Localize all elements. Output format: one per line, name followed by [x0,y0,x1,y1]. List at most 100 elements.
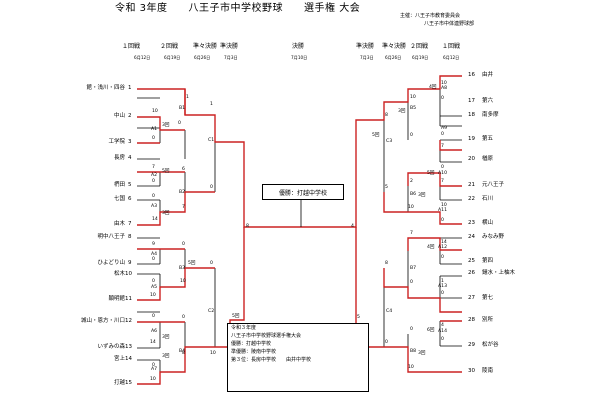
round-header-left-3: 準々決勝 [193,43,218,50]
team-name: いずみの森 [97,344,125,350]
score: 8 [385,261,388,266]
game-label: B7 [410,266,417,271]
team-seed: 20 [468,156,475,162]
summary-event: 八王子市中学校野球選手権大会 [231,333,302,339]
game-label: A1 [151,127,158,132]
team-seed: 15 [125,380,132,386]
team-seed: 29 [468,342,475,348]
team-name: 中山 [113,113,125,119]
team-seed: 14 [125,356,132,362]
score: 0 [410,280,413,285]
team-name: 椚田 [113,182,125,188]
team-seed: 17 [468,98,475,104]
score-note: 3回 [398,109,406,114]
team-seed: 1 [128,85,132,91]
round-date-left-2: 6月19日 [164,55,181,60]
team-seed: 23 [468,220,475,226]
game-label: A7 [151,367,158,372]
score: 7 [152,165,155,170]
team-seed: 12 [125,318,132,324]
score: 0 [410,327,413,332]
team-name: 第四 [482,258,494,264]
game-label: A10 [438,171,447,176]
game-label: A3 [151,204,158,209]
team-seed: 9 [128,260,132,266]
game-label: A11 [438,208,447,213]
team-name: 石川 [482,196,494,202]
score-note: 4回 [429,85,437,90]
score: 14 [441,240,447,245]
page-title: 令和 3年度 八王子市中学校野球 選手権 大会 [115,3,361,14]
game-label: A14 [438,329,447,334]
round-date-right-2: 6月26日 [385,55,402,60]
score-note: 5回 [162,169,170,174]
score: 0 [210,261,213,266]
score: 0 [441,337,444,342]
round-date-right-4: 6月12日 [443,55,460,60]
score: 10 [441,81,447,86]
score-note: 3回 [162,123,170,128]
results-summary-box: 令和３年度 八王子市中学校野球選手権大会 優勝：打越中学校 準優勝：陵南中学校 … [227,323,369,392]
score: 0 [441,165,444,170]
score: 10 [180,279,186,284]
score: 7 [410,231,413,236]
score: 8 [385,113,388,118]
game-label: B4 [179,349,186,354]
score: 0 [152,179,155,184]
game-label: B8 [410,349,417,354]
score: 10 [150,377,156,382]
summary-third-place: 第３位：長房中学校 由井中学校 [231,357,312,363]
team-name: 元八王子 [482,182,505,188]
game-label: C2 [208,309,215,314]
game-label: A2 [151,173,158,178]
game-label: C3 [386,139,393,144]
team-seed: 27 [468,295,475,301]
game-label: A9 [441,126,448,131]
team-seed: 25 [468,258,475,264]
team-seed: 5 [128,182,132,188]
round-date-left-4: 7月3日 [224,55,238,60]
round-date-left-1: 6月12日 [134,55,151,60]
team-seed: 16 [468,72,475,78]
team-name: 松木 [113,271,125,277]
team-name: 打越 [113,380,125,386]
score: 0 [178,121,181,126]
round-date-right-1: 7月3日 [360,55,374,60]
team-seed: 4 [128,155,132,161]
team-name: 穎明館 [108,296,125,302]
organizer-line-1: 主催：八王子市教育委員会 [400,13,461,19]
score-note: 5回 [372,133,380,138]
team-name: 横山 [482,220,494,226]
team-name: 鑓水・上柚木 [482,270,516,276]
score: 0 [385,340,388,345]
team-name: 別所 [482,317,494,323]
score: 5 [385,185,388,190]
game-label: A4 [151,252,158,257]
score: 6 [182,167,185,172]
score: 0 [182,242,185,247]
team-seed: 26 [468,270,475,276]
score-note: 5回 [188,261,196,266]
score: 1 [441,279,444,284]
score: 0 [152,363,155,368]
team-seed: 28 [468,317,475,323]
score: 8 [182,351,185,356]
team-name: 館・浅川・四谷 [86,85,125,91]
team-name: 工学院 [108,139,125,145]
team-name: 第五 [482,136,494,142]
score: 8 [246,224,249,229]
summary-runner-up: 準優勝：陵南中学校 [231,349,277,355]
round-header-left-2: ２回戦 [160,43,179,50]
score: 0 [152,194,155,199]
score: 9 [152,242,155,247]
score: 0 [152,257,155,262]
team-name: 松が谷 [482,342,499,348]
score: 10 [210,351,216,356]
score: 4 [441,323,444,328]
round-header-right-1: 準決勝 [356,43,375,50]
score: 10 [441,203,447,208]
game-label: C4 [386,309,393,314]
game-label: A8 [441,86,448,91]
score-note: 3回 [418,193,426,198]
